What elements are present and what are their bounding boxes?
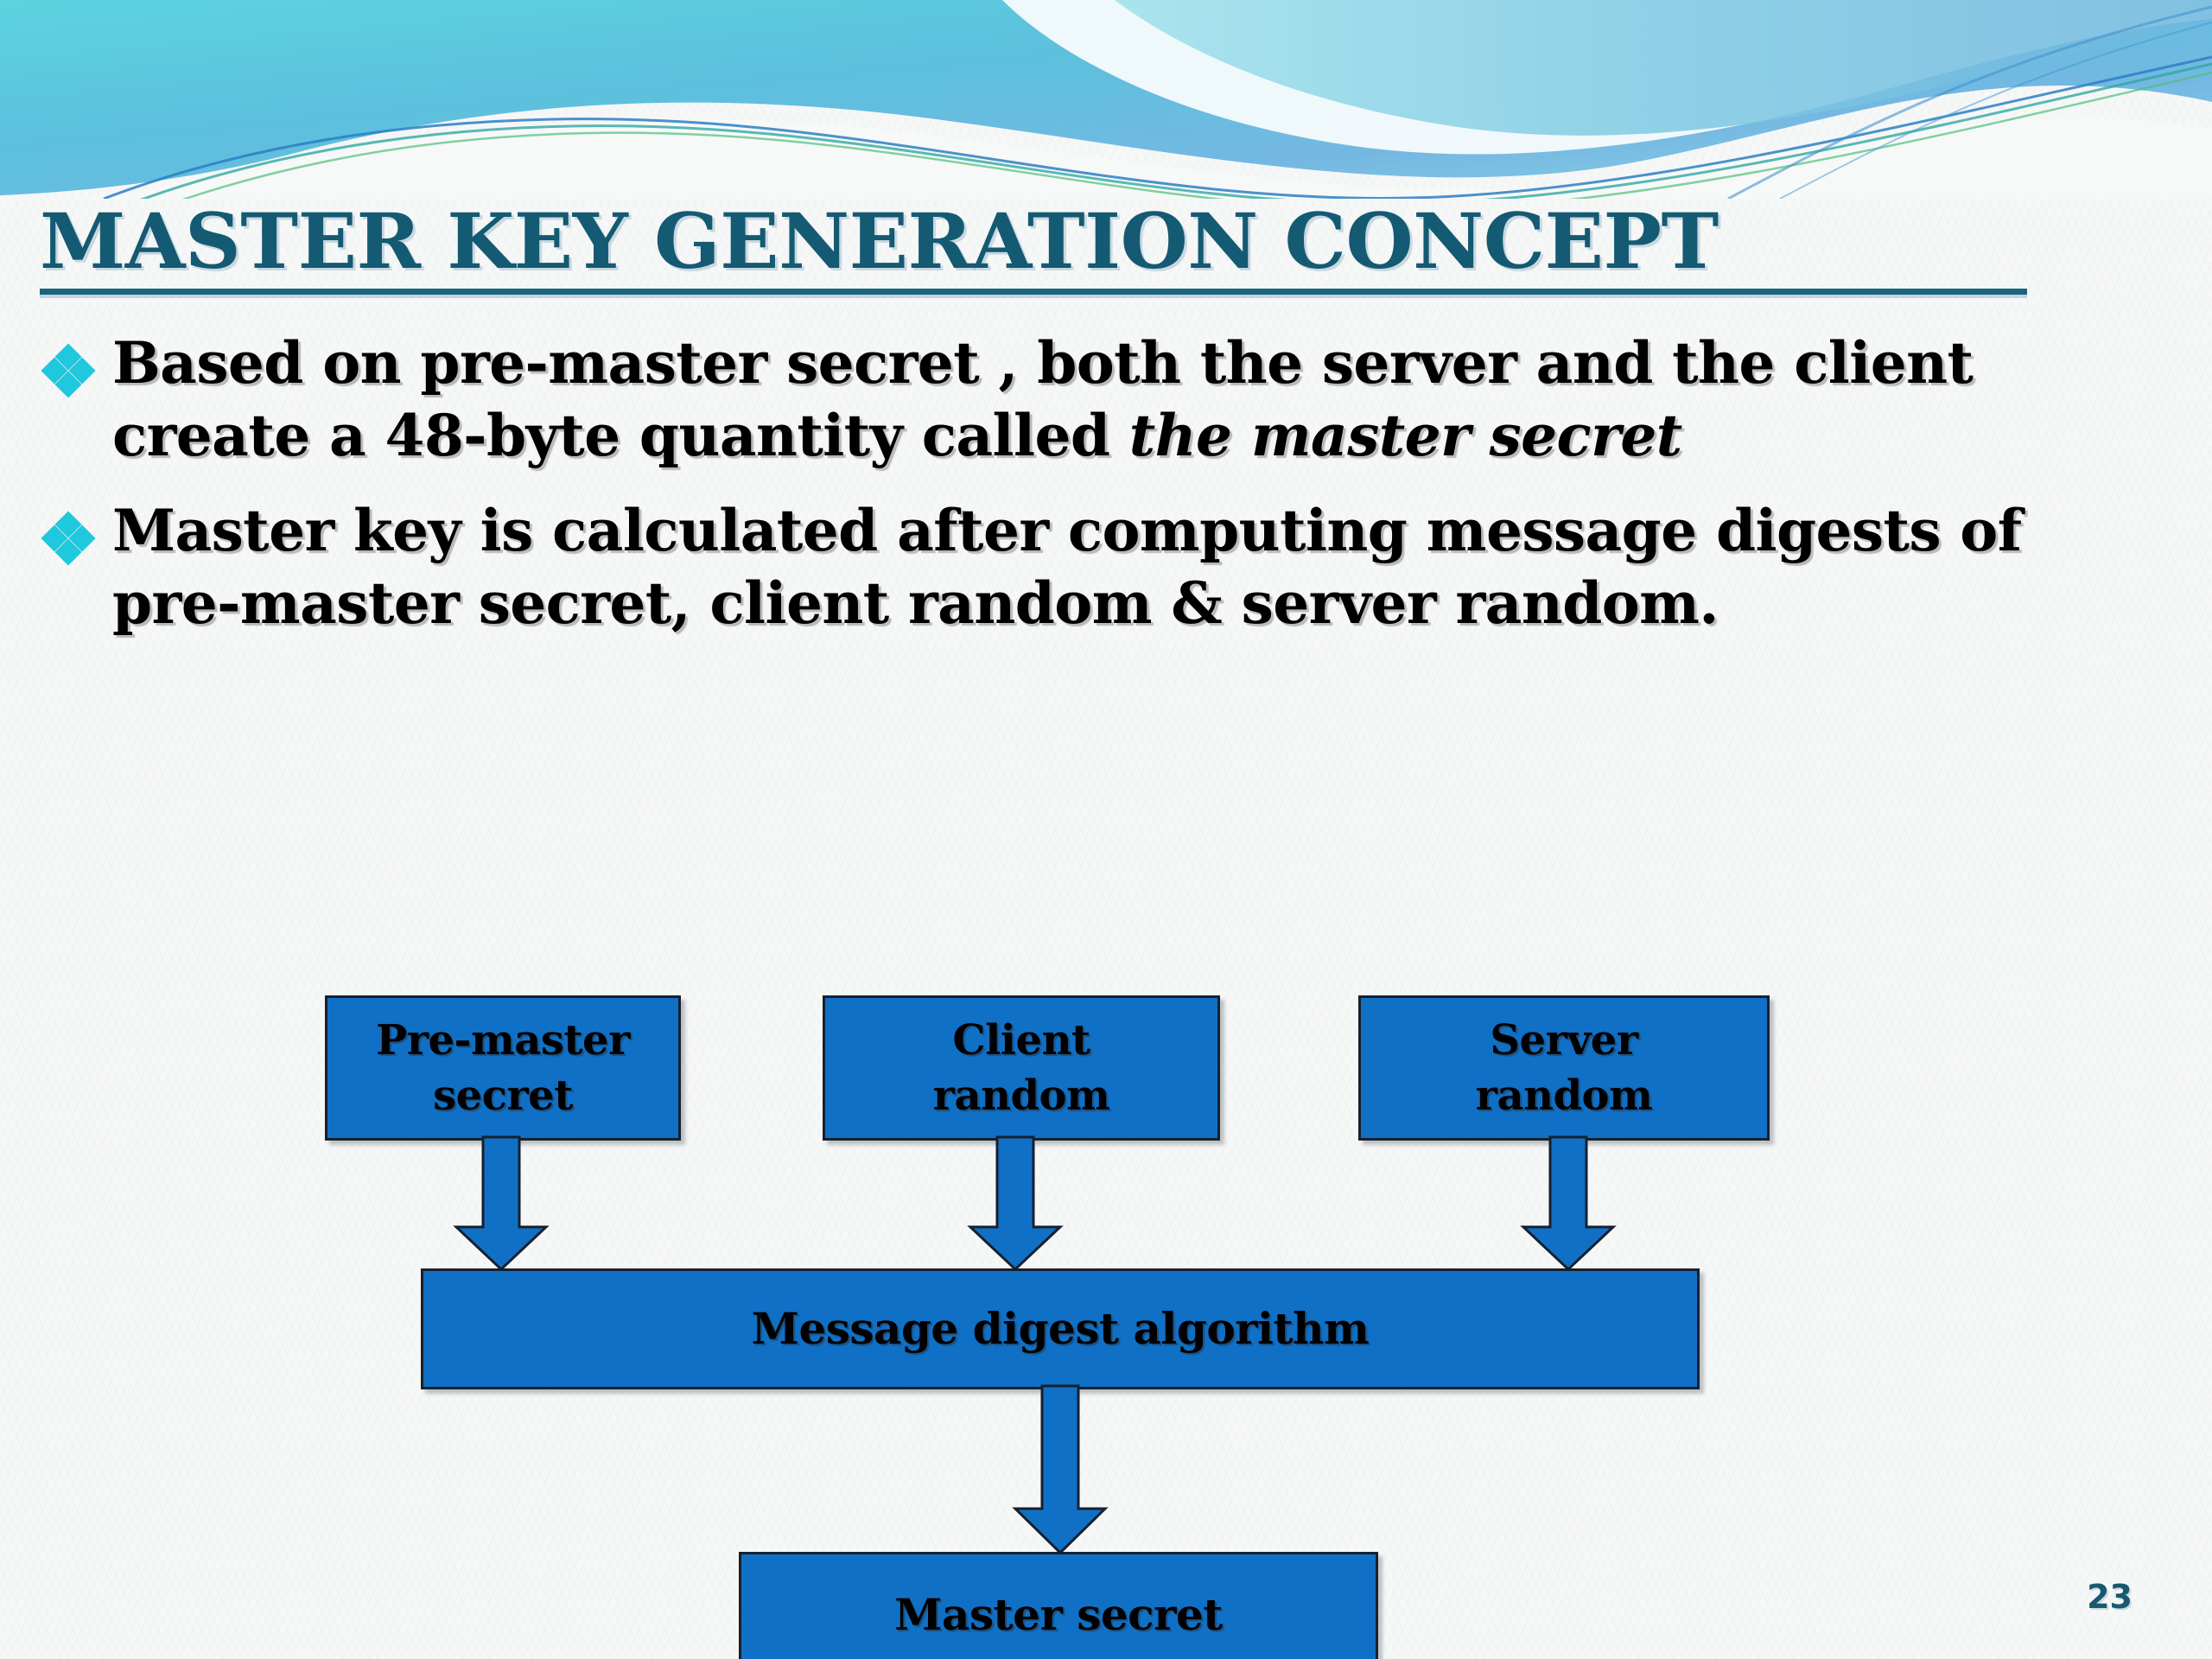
list-item: Based on pre-master secret , both the se…	[41, 327, 2136, 472]
node-line-2: secret	[433, 1071, 573, 1120]
node-line-2: random	[932, 1071, 1110, 1120]
node-label-client-random: Client random	[925, 1013, 1119, 1123]
node-line-2: random	[1475, 1071, 1653, 1120]
arrow-digest-to-master-icon	[1012, 1384, 1109, 1555]
bullet-1-run-1: Based on pre-master secret , both the se…	[112, 329, 1974, 469]
diagram-node-client-random: Client random	[823, 995, 1220, 1141]
bullet-1-run-2-italic: the master secret	[1128, 402, 1682, 469]
bullet-text-1: Based on pre-master secret , both the se…	[112, 327, 2136, 472]
node-line-1: Client	[952, 1016, 1090, 1065]
node-label-pre-master-secret: Pre-master secret	[367, 1013, 639, 1123]
slide-page-number: 23	[2087, 1578, 2133, 1616]
node-line-1: Server	[1490, 1016, 1638, 1065]
diagram-node-message-digest-algorithm: Message digest algorithm	[421, 1268, 1700, 1389]
node-label-message-digest-algorithm: Message digest algorithm	[751, 1303, 1370, 1354]
list-item: Master key is calculated after computing…	[41, 494, 2136, 639]
node-line-1: Pre-master	[376, 1016, 630, 1065]
arrow-client-to-digest-icon	[967, 1135, 1064, 1272]
bullet-2-run-1: Master key is calculated after computing…	[112, 497, 2022, 637]
bullet-text-2: Master key is calculated after computing…	[112, 494, 2136, 639]
bullet-list: Based on pre-master secret , both the se…	[41, 327, 2136, 662]
title-underline-rule	[40, 289, 2027, 295]
diagram-node-master-secret: Master secret	[739, 1552, 1378, 1659]
title-block: MASTER KEY GENERATION CONCEPT	[40, 200, 2044, 295]
diagram-node-server-random: Server random	[1358, 995, 1770, 1141]
page-title: MASTER KEY GENERATION CONCEPT	[40, 196, 1719, 286]
node-label-server-random: Server random	[1467, 1013, 1662, 1123]
diagram-node-pre-master-secret: Pre-master secret	[325, 995, 681, 1141]
arrow-premaster-to-digest-icon	[453, 1135, 550, 1272]
node-label-master-secret: Master secret	[894, 1588, 1223, 1640]
arrow-server-to-digest-icon	[1520, 1135, 1617, 1272]
